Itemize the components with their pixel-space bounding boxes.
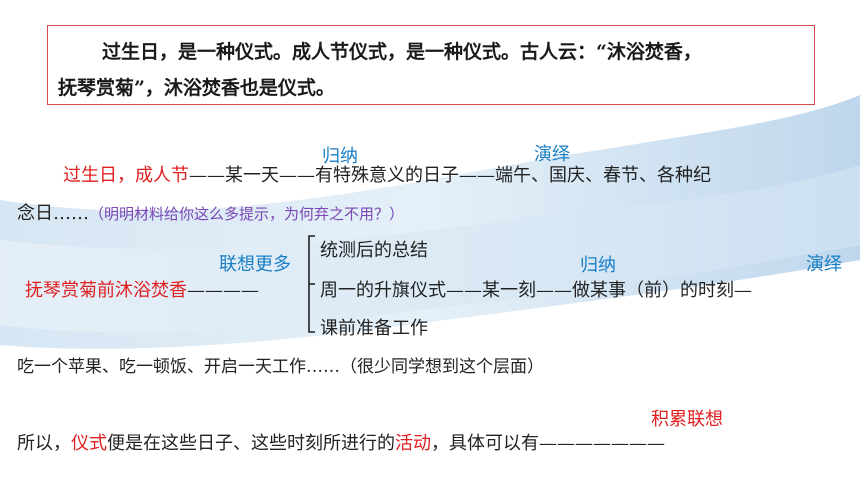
line-guqin: 抚琴赏菊前沐浴焚香———— (25, 276, 259, 302)
item-tongce: 统测后的总结 (320, 240, 428, 261)
guqin-dash: ———— (187, 280, 259, 301)
line-conclusion: 所以，仪式便是在这些日子、这些时刻所进行的活动，具体可以有——————— (17, 429, 665, 455)
item-shengqi: 周一的升旗仪式——某一刻——做某事（前）的时刻— (320, 280, 752, 301)
label-jilei: 积累联想 (651, 409, 723, 430)
guqin-red-text: 抚琴赏菊前沐浴焚香 (25, 280, 187, 301)
line-birthday: 过生日，成人节——某一天——有特殊意义的日子——端午、国庆、春节、各种纪 (63, 161, 711, 187)
label-guina-1: 归纳 (322, 146, 358, 167)
quote-box: 过生日，是一种仪式。成人节仪式，是一种仪式。古人云：“沐浴焚香， 抚琴赏菊”，沐… (47, 25, 815, 105)
label-lianxiang: 联想更多 (219, 254, 291, 275)
birthday-red-text: 过生日，成人节 (63, 165, 189, 186)
birthday-rest-text: ——某一天——有特殊意义的日子——端午、国庆、春节、各种纪 (189, 165, 711, 186)
bracket-line (308, 235, 315, 333)
item-keqian: 课前准备工作 (320, 318, 428, 339)
line-birthday-cont: 念日……（明明材料给你这么多提示，为何弃之不用？） (17, 199, 404, 225)
label-yanyi-1: 演绎 (534, 144, 570, 165)
label-guina-2: 归纳 (580, 255, 616, 276)
line-apple: 吃一个苹果、吃一顿饭、开启一天工作……（很少同学想到这个层面） (17, 357, 544, 377)
conclusion-p1: 所以， (17, 433, 71, 454)
birthday-note: （明明材料给你这么多提示，为何弃之不用？） (89, 205, 405, 223)
quote-line-1: 过生日，是一种仪式。成人节仪式，是一种仪式。古人云：“沐浴焚香， (102, 41, 702, 63)
conclusion-p2: 便是在这些日子、这些时刻所进行的 (107, 433, 395, 454)
conclusion-p3: ，具体可以有——————— (431, 433, 665, 454)
quote-line-2: 抚琴赏菊”，沐浴焚香也是仪式。 (58, 77, 335, 99)
conclusion-huodong: 活动 (395, 433, 431, 454)
label-yanyi-2: 演绎 (806, 254, 842, 275)
birthday-cont-text: 念日…… (17, 203, 89, 224)
conclusion-yishi: 仪式 (71, 433, 107, 454)
